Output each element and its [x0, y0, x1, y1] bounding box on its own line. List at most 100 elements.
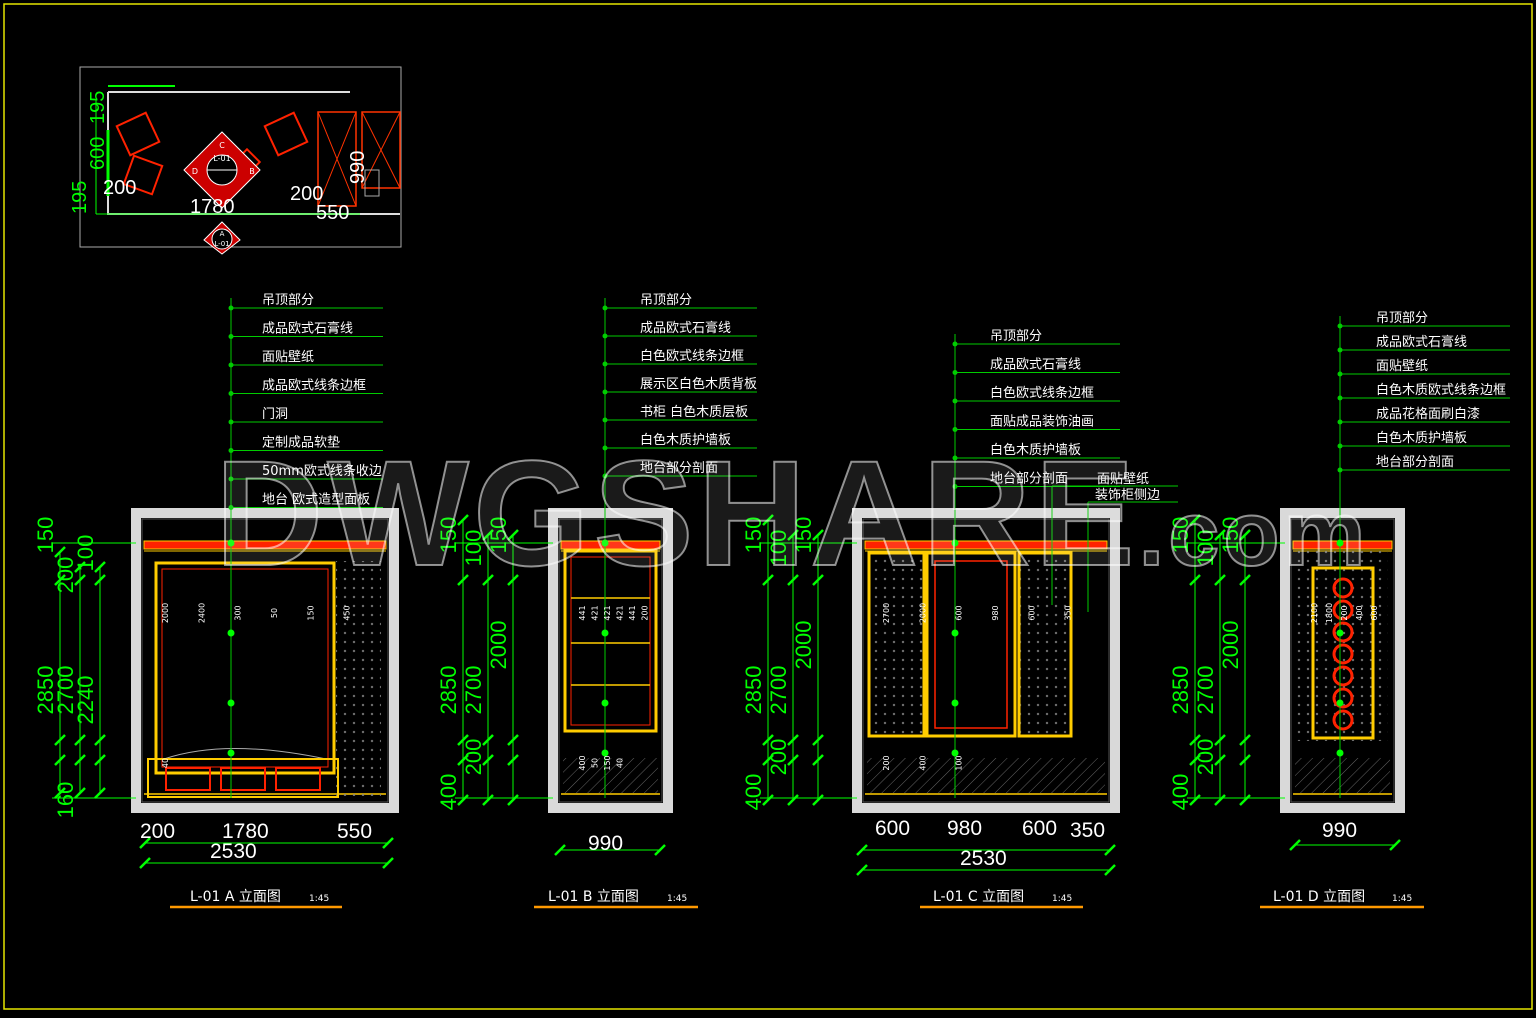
wall-section [852, 508, 1120, 813]
dim-tick [382, 837, 394, 849]
dim-tick [812, 794, 824, 806]
leader-point [951, 699, 959, 707]
elevation-c: 吊顶部分成品欧式石膏线白色欧式线条边框面贴成品装饰油画白色木质护墙板地台部分剖面… [741, 329, 1178, 909]
leader-dot [952, 427, 958, 432]
vertical-dimension: 160 [53, 782, 78, 819]
dim-tick [74, 574, 86, 586]
dim-tick [787, 734, 799, 746]
sheet-frame [3, 3, 1533, 1010]
dim-tick [1214, 574, 1226, 586]
plan-dim: 990 [347, 151, 369, 184]
callout-label: 吊顶部分 [990, 329, 1042, 344]
platform-section [1295, 758, 1390, 793]
callout-label: 白色木质护墙板 [990, 442, 1081, 458]
dim-tick [1189, 514, 1201, 526]
leader-point [1336, 699, 1344, 707]
inner-dimension: 400 [578, 755, 587, 770]
leader-dot [228, 419, 234, 425]
callout-label: 展示区白色木质背板 [640, 376, 757, 392]
dim-tick [1239, 754, 1251, 766]
callout-label: 成品欧式石膏线 [990, 357, 1081, 373]
lattice-ornament [1332, 577, 1354, 599]
wall-section [548, 508, 673, 813]
inner-dimension: 2000 [918, 603, 927, 623]
leader-point [951, 539, 959, 547]
dim-tick [457, 734, 469, 746]
dim-tick [762, 574, 774, 586]
platform-section [867, 758, 1105, 793]
leader-dot [1337, 371, 1343, 377]
horizontal-dimension: 990 [1322, 819, 1357, 842]
vertical-dimension: 400 [741, 774, 766, 811]
vertical-dimension: 200 [766, 739, 791, 776]
leader-dot [228, 448, 234, 453]
dim-tick [507, 734, 519, 746]
leader-dot [228, 505, 234, 510]
leader-dot [228, 362, 234, 368]
lattice-ornament [1332, 709, 1354, 731]
plan-cabinet [361, 111, 401, 189]
dim-tick [457, 754, 469, 766]
vertical-dimension: 2700 [461, 666, 486, 715]
marker-a-ref: L-01 [214, 240, 229, 248]
dim-tick [787, 754, 799, 766]
bookcase-inner [570, 556, 651, 726]
leader-dot [952, 341, 958, 347]
leader-point [601, 699, 609, 707]
lattice-ornament [1332, 621, 1354, 643]
marker-d: D [192, 167, 198, 176]
callout-label: 吊顶部分 [640, 293, 692, 308]
leader-dot [602, 361, 608, 367]
plan-cabinet [361, 111, 401, 189]
marker-ref: L-01 [213, 154, 230, 163]
dim-tick [1214, 734, 1226, 746]
horizontal-dimension: 600 [875, 817, 910, 840]
elevation-scale: 1:45 [1052, 894, 1072, 904]
horizontal-dimension: 2530 [960, 847, 1007, 870]
leader-point [1336, 749, 1344, 757]
callout-label: 书柜 白色木质层板 [640, 404, 748, 420]
inner-dimension: 400 [1355, 605, 1364, 620]
elevation-scale: 1:45 [667, 894, 687, 904]
vertical-dimension: 200 [1193, 739, 1218, 776]
leader-point [1336, 629, 1344, 637]
vertical-dimension: 2700 [1193, 666, 1218, 715]
dim-tick [812, 574, 824, 586]
inner-dimension: 400 [918, 755, 927, 770]
dim-tick [94, 561, 106, 573]
inner-dimension: 2100 [1310, 603, 1319, 623]
vertical-dimension: 100 [461, 530, 486, 567]
platform-section [563, 758, 658, 793]
inner-dimension: 441 [628, 605, 637, 620]
elevation-title: L-01 A 立面图 [190, 889, 281, 905]
dim-tick [54, 574, 66, 586]
dim-tick [507, 529, 519, 541]
vertical-dimension: 2000 [486, 621, 511, 670]
inner-dimension: 1800 [1325, 603, 1334, 623]
callout-label: 白色欧式线条边框 [640, 348, 744, 364]
drawer-panel [275, 767, 321, 791]
dim-tick [856, 864, 868, 876]
vertical-dimension: 2000 [791, 621, 816, 670]
oil-painting-frame [925, 551, 1017, 738]
leader-dot [1337, 443, 1343, 449]
dim-tick [856, 844, 868, 856]
floor-plan: C L-01 B D A L-01 195 600 195 200 1780 2… [69, 66, 402, 255]
plan-cabinet [364, 169, 380, 197]
horizontal-dimension: 200 [140, 820, 175, 843]
vertical-dimension: 2240 [73, 676, 98, 725]
dim-tick [457, 574, 469, 586]
leader-point [601, 629, 609, 637]
inner-dimension: 300 [234, 605, 243, 620]
dim-tick [457, 794, 469, 806]
plan-cabinet [317, 111, 357, 207]
callout-label: 面贴壁纸 [1097, 472, 1149, 487]
callout-label: 白色木质护墙板 [640, 432, 731, 448]
plan-dim: 600 [87, 137, 109, 170]
elevation-title: L-01 B 立面图 [548, 889, 639, 905]
horizontal-dimension: 980 [947, 817, 982, 840]
wall-panel-right [1017, 551, 1073, 738]
dim-tick [1389, 839, 1401, 851]
vertical-dimension: 150 [741, 517, 766, 554]
callout-label: 门洞 [262, 407, 288, 422]
